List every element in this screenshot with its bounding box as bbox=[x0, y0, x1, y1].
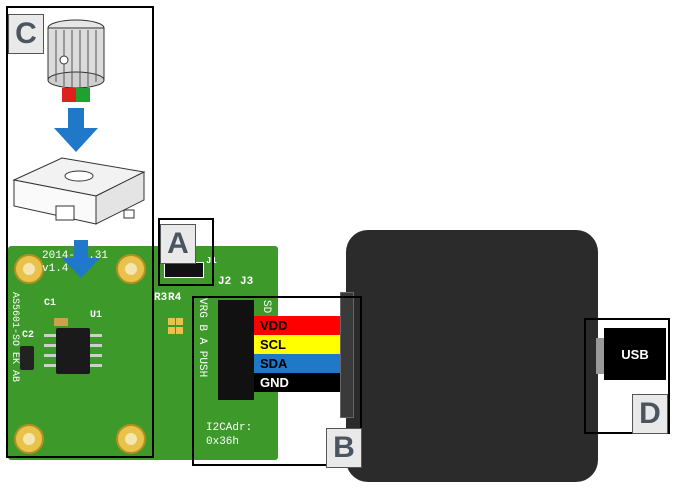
wire-vdd: VDD bbox=[254, 316, 342, 335]
wire-scl: SCL bbox=[254, 335, 342, 354]
chip-pin bbox=[44, 354, 56, 357]
c2-label: C2 bbox=[22, 330, 35, 341]
chip-pin bbox=[90, 354, 102, 357]
capacitor-c2 bbox=[20, 346, 34, 370]
resistor-pad bbox=[176, 318, 183, 325]
wire-bundle: VDD SCL SDA GND bbox=[254, 316, 342, 392]
capacitor-c1 bbox=[54, 318, 68, 326]
label-a: A bbox=[160, 224, 196, 264]
i2c-label: I2CAdr: bbox=[206, 422, 253, 434]
sensor-chip bbox=[56, 328, 90, 374]
arrow-down-icon bbox=[54, 108, 98, 152]
chip-pin bbox=[90, 344, 102, 347]
knob-icon bbox=[47, 19, 105, 102]
u1-label: U1 bbox=[90, 310, 103, 321]
r4-label: R4 bbox=[168, 292, 182, 304]
mounting-hole bbox=[116, 424, 146, 454]
frame-b bbox=[192, 296, 362, 466]
chip-pin bbox=[90, 364, 102, 367]
usb-connector-shell bbox=[596, 338, 604, 374]
usb-plug: USB bbox=[604, 328, 666, 380]
frame-c bbox=[6, 6, 154, 458]
label-b: B bbox=[326, 428, 362, 468]
r3-label: R3 bbox=[154, 292, 168, 304]
adapter-socket bbox=[340, 292, 354, 418]
board-version: v1.4 bbox=[42, 263, 69, 275]
usb-adapter bbox=[346, 230, 598, 482]
mounting-hole bbox=[14, 254, 44, 284]
j1-label: J1 bbox=[206, 256, 217, 266]
j2-label: J2 bbox=[218, 276, 232, 288]
frame-a bbox=[158, 218, 214, 286]
mounting-hole bbox=[14, 424, 44, 454]
chip-pin bbox=[44, 344, 56, 347]
arrow-down-icon bbox=[62, 240, 100, 278]
label-d: D bbox=[632, 394, 668, 434]
frame-d bbox=[584, 318, 670, 434]
label-c: C bbox=[8, 14, 44, 54]
mounting-hole bbox=[116, 254, 146, 284]
resistor-pad bbox=[168, 327, 175, 334]
chip-pin bbox=[44, 364, 56, 367]
wire-sda: SDA bbox=[254, 354, 342, 373]
chip-pin bbox=[44, 334, 56, 337]
resistor-pad bbox=[168, 318, 175, 325]
wire-gnd: GND bbox=[254, 373, 342, 392]
resistor-pad bbox=[176, 327, 183, 334]
c1-label: C1 bbox=[44, 298, 57, 309]
magnet-holder-icon bbox=[12, 157, 146, 225]
j3-label: J3 bbox=[240, 276, 254, 288]
i2c-value: 0x36h bbox=[206, 436, 240, 448]
chip-pin bbox=[90, 334, 102, 337]
pin-header bbox=[218, 300, 254, 400]
